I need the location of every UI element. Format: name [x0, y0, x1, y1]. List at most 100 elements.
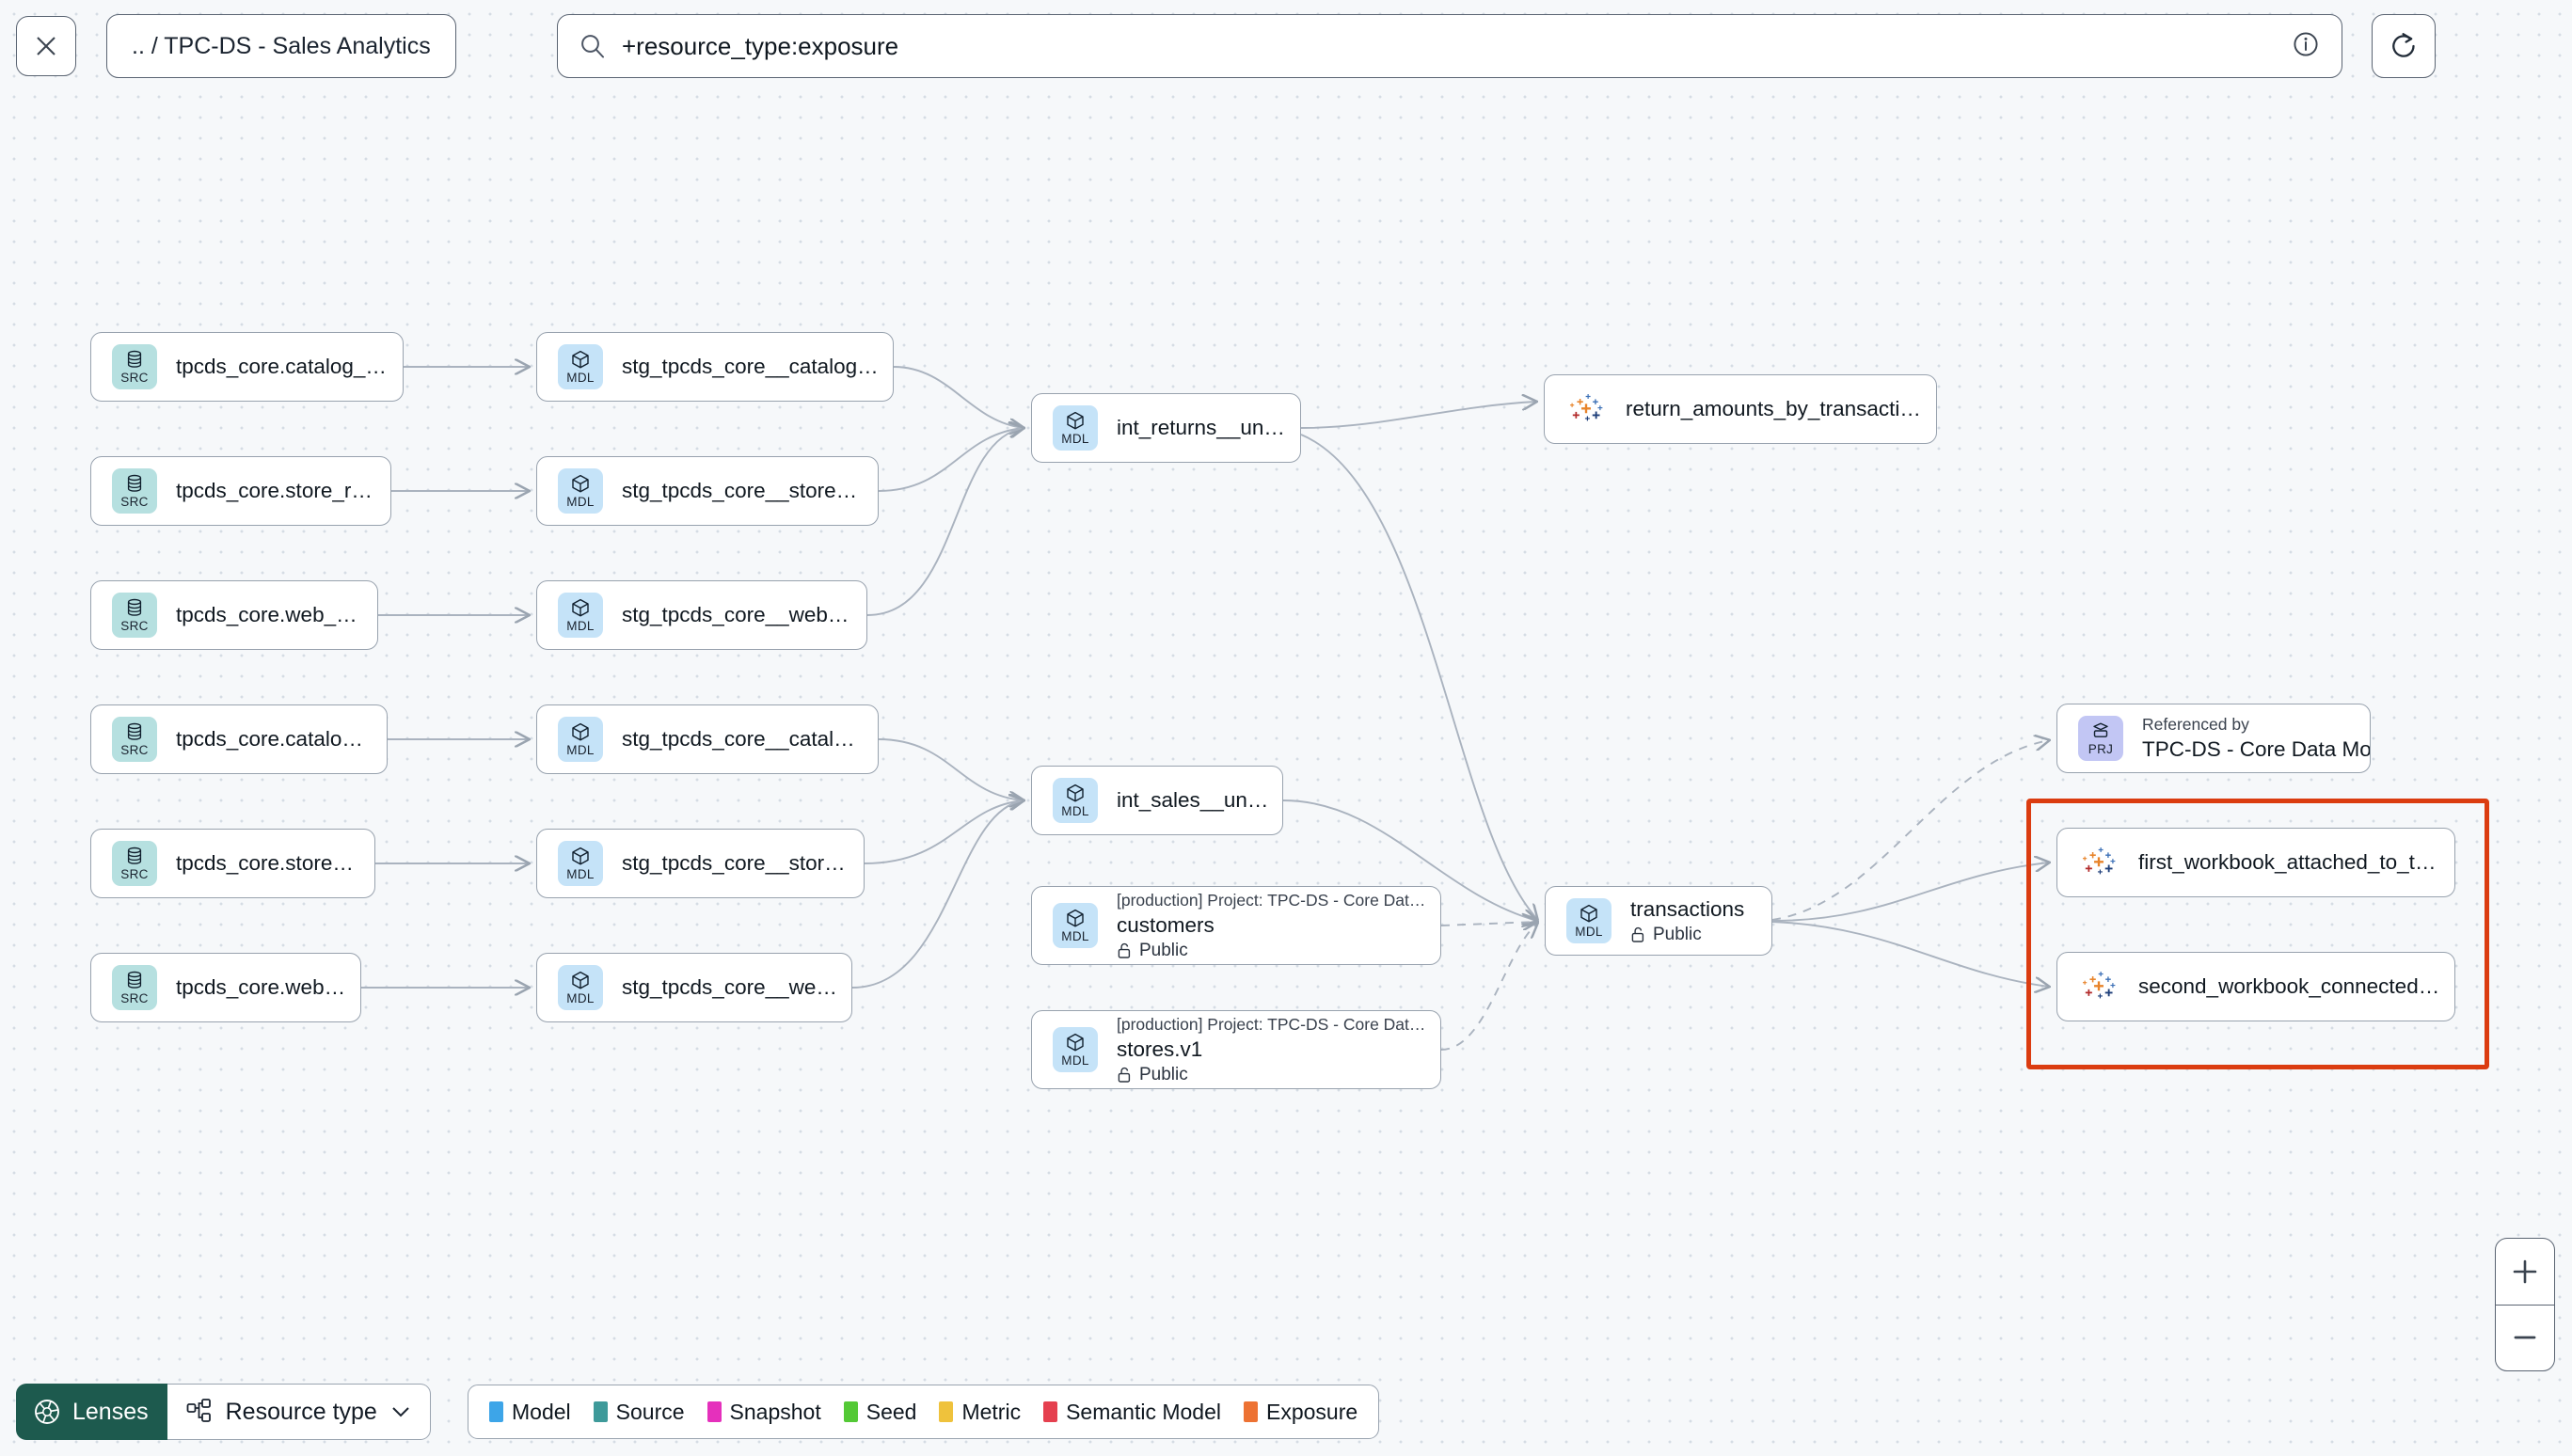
cube-icon: [1579, 903, 1599, 924]
graph-node-src_catalog_sales[interactable]: SRC tpcds_core.catalog_sales: [90, 704, 388, 774]
legend-item-model[interactable]: Model: [489, 1400, 571, 1425]
database-icon: [124, 846, 145, 866]
legend-item-source[interactable]: Source: [593, 1399, 685, 1425]
search-input[interactable]: [622, 31, 2291, 61]
graph-node-mdl_stg_store_sales[interactable]: MDL stg_tpcds_core__store_sales: [536, 829, 865, 898]
minus-icon: [2514, 1336, 2536, 1339]
legend-item-semantic-model[interactable]: Semantic Model: [1043, 1400, 1221, 1425]
resource-type-badge: MDL: [558, 841, 603, 886]
resource-type-tag: MDL: [566, 619, 595, 633]
resource-type-tag: MDL: [1575, 925, 1603, 939]
cube-icon: [1065, 1032, 1086, 1052]
graph-node-label: transactions: [1630, 896, 1745, 921]
graph-node-mdl_stg_catalog_sales[interactable]: MDL stg_tpcds_core__catalog_sales: [536, 704, 879, 774]
breadcrumb[interactable]: .. / TPC-DS - Sales Analytics: [106, 14, 456, 78]
cube-icon: [1065, 908, 1086, 928]
cube-icon: [1065, 783, 1086, 803]
resource-type-badge: MDL: [1566, 898, 1611, 943]
legend-item-snapshot[interactable]: Snapshot: [707, 1400, 821, 1425]
legend-swatch: [939, 1401, 954, 1422]
lenses-button[interactable]: Lenses: [16, 1384, 167, 1440]
resource-type-tag: MDL: [566, 495, 595, 509]
legend-label: Semantic Model: [1066, 1399, 1221, 1424]
tableau-exposure-icon: [1565, 388, 1607, 430]
resource-type-tag: MDL: [566, 867, 595, 881]
resource-type-badge: SRC: [112, 841, 157, 886]
graph-node-label: stg_tpcds_core__catalog_returns: [622, 355, 893, 378]
graph-node-src_web_returns[interactable]: SRC tpcds_core.web_returns: [90, 580, 378, 650]
graph-node-mdl_stg_catalog_returns[interactable]: MDL stg_tpcds_core__catalog_returns: [536, 332, 894, 402]
resource-type-tag: MDL: [1061, 1053, 1089, 1068]
lenses-label: Lenses: [72, 1398, 149, 1425]
resource-type-tag: MDL: [1061, 929, 1089, 943]
legend-swatch: [593, 1401, 608, 1422]
close-button[interactable]: [16, 16, 76, 76]
tableau-exposure-icon: [2078, 966, 2120, 1007]
resource-type-badge: MDL: [1053, 1027, 1098, 1072]
graph-node-exp_second_workbook[interactable]: second_workbook_connected_to_live…: [2056, 952, 2455, 1021]
resource-type-legend: Model Source Snapshot Seed Metric Semantic Mo…: [468, 1385, 1380, 1439]
resource-type-badge: PRJ: [2078, 716, 2123, 761]
zoom-out-button[interactable]: [2496, 1306, 2554, 1371]
resource-type-badge: MDL: [1053, 778, 1098, 823]
legend-item-seed[interactable]: Seed: [843, 1399, 917, 1425]
search-icon: [581, 35, 604, 58]
resource-type-tag: SRC: [120, 619, 149, 633]
nodes-icon: [186, 1399, 211, 1422]
legend-item-metric[interactable]: Metric: [939, 1400, 1021, 1425]
graph-node-mdl_stg_web_returns[interactable]: MDL stg_tpcds_core__web_returns: [536, 580, 867, 650]
graph-node-label: first_workbook_attached_to_tpc-ds_-_…: [2138, 850, 2454, 874]
aperture-icon: [35, 1400, 59, 1424]
resource-type-dropdown[interactable]: Resource type: [167, 1384, 431, 1440]
graph-node-exp_first_workbook[interactable]: first_workbook_attached_to_tpc-ds_-_…: [2056, 828, 2455, 897]
resource-type-badge: MDL: [1053, 405, 1098, 451]
graph-node-mdl_customers[interactable]: MDL[production] Project: TPC-DS - Core D…: [1031, 886, 1441, 965]
graph-node-label: tpcds_core.web_returns: [176, 603, 377, 626]
graph-node-mdl_stores_v1[interactable]: MDL[production] Project: TPC-DS - Core D…: [1031, 1010, 1441, 1089]
resource-type-tag: SRC: [120, 495, 149, 509]
refresh-button[interactable]: [2372, 14, 2436, 78]
graph-node-label: TPC-DS - Core Data Models: [2142, 737, 2370, 761]
resource-type-tag: MDL: [1061, 804, 1089, 818]
cube-icon: [570, 970, 591, 990]
cube-icon: [570, 597, 591, 618]
resource-type-badge: MDL: [558, 717, 603, 762]
close-icon: [37, 37, 56, 55]
legend-label: Seed: [865, 1399, 917, 1424]
resource-type-tag: SRC: [120, 743, 149, 757]
cube-icon: [1065, 410, 1086, 431]
graph-node-label: stg_tpcds_core__store_sales: [622, 851, 864, 875]
graph-node-label: tpcds_core.catalog_sales: [176, 727, 387, 751]
legend-label: Model: [512, 1399, 571, 1424]
zoom-in-button[interactable]: [2496, 1239, 2554, 1306]
resource-type-badge: SRC: [112, 717, 157, 762]
unlock-icon: [1118, 1067, 1131, 1083]
info-icon[interactable]: [2291, 29, 2321, 64]
legend-swatch: [1043, 1401, 1058, 1422]
resource-type-tag: SRC: [120, 867, 149, 881]
graph-node-exp_return_amounts[interactable]: return_amounts_by_transaction_type: [1544, 374, 1937, 444]
resource-type-badge: MDL: [558, 593, 603, 638]
graph-node-label: stg_tpcds_core__catalog_sales: [622, 727, 878, 751]
legend-label: Source: [615, 1399, 685, 1424]
tableau-exposure-icon: [2078, 842, 2120, 883]
resource-type-badge: MDL: [558, 965, 603, 1010]
resource-type-tag: MDL: [566, 371, 595, 385]
legend-item-exposure[interactable]: Exposure: [1244, 1400, 1357, 1425]
graph-node-label: stg_tpcds_core__web_returns: [622, 603, 866, 626]
resource-type-tag: PRJ: [2088, 742, 2114, 756]
search-bar[interactable]: [557, 14, 2342, 78]
resource-type-label: Resource type: [225, 1398, 377, 1425]
